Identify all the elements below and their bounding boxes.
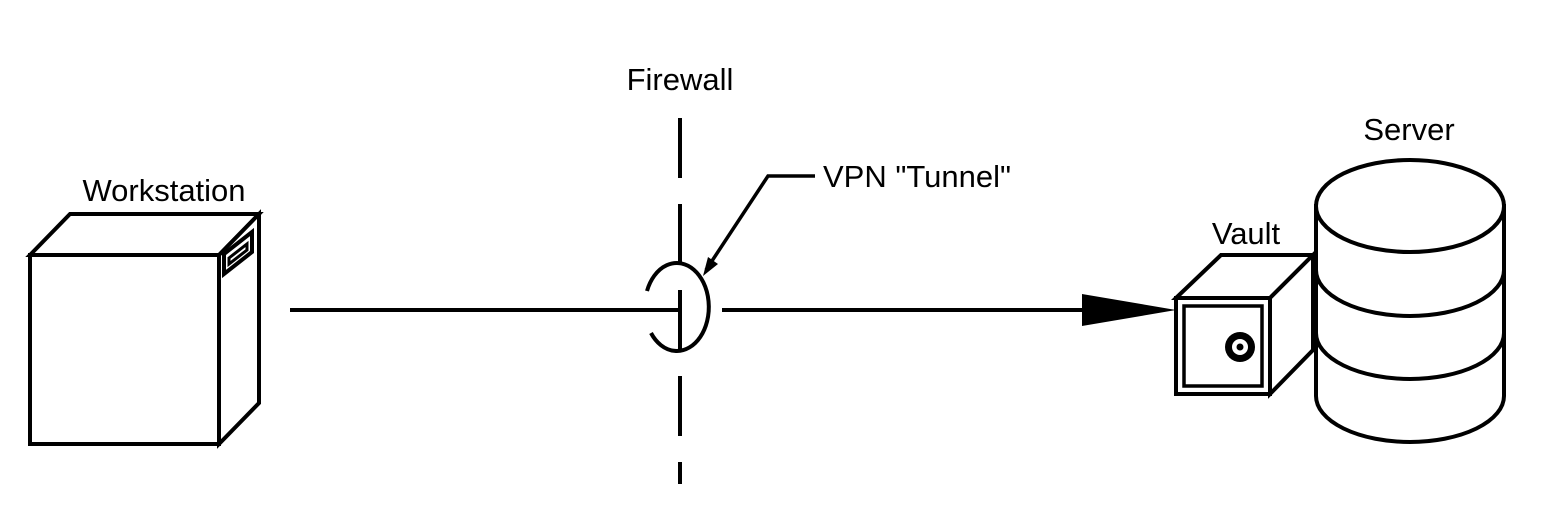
vpn-tunnel-label: VPN "Tunnel" (823, 159, 1011, 194)
vpn-callout-leader (704, 174, 815, 271)
vault-label: Vault (1212, 216, 1281, 251)
tunnel-ellipse (645, 261, 711, 353)
arrowhead-icon (1082, 294, 1176, 326)
database-server-icon (1314, 158, 1506, 444)
vpn-callout-arrow-icon (703, 257, 718, 276)
vault-icon (1171, 250, 1318, 399)
server-label: Server (1363, 112, 1454, 147)
workstation-label: Workstation (82, 173, 245, 208)
firewall-label: Firewall (627, 62, 734, 97)
workstation-icon (25, 209, 264, 449)
